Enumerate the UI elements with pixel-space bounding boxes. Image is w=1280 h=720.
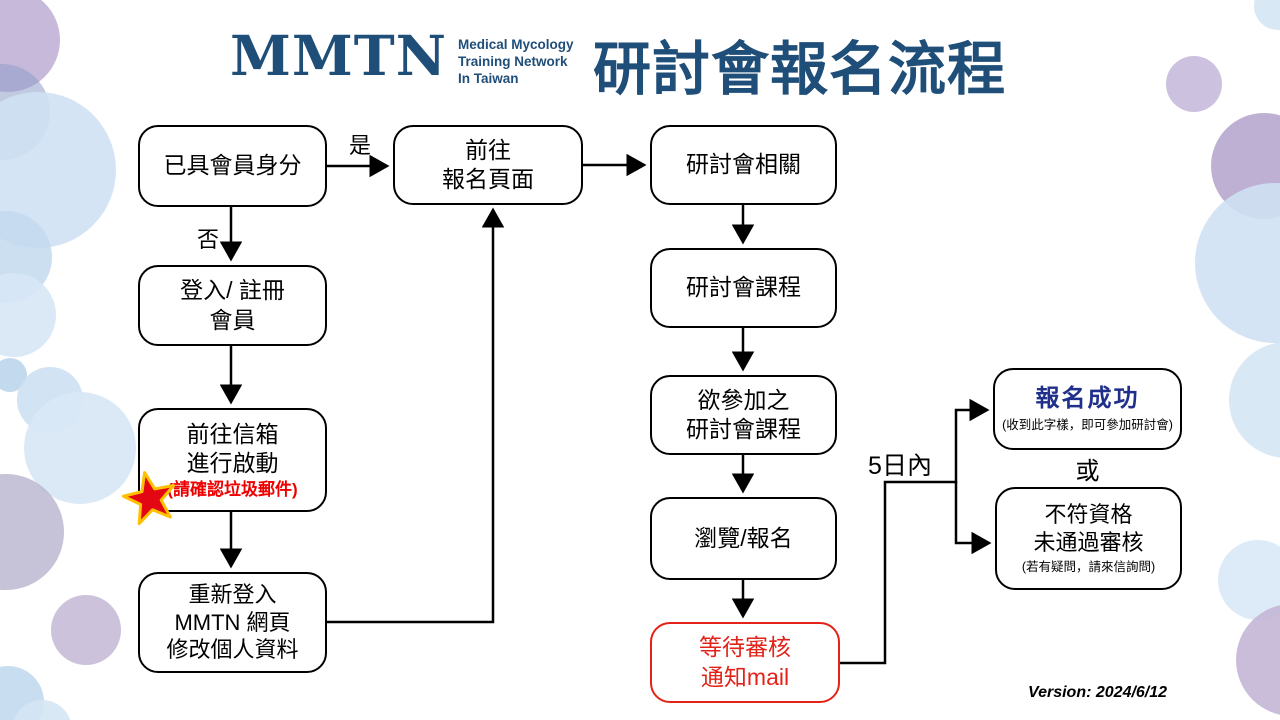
alert-star-icon (122, 471, 176, 526)
node-label: 研討會課程 (686, 274, 801, 301)
logo-tagline-line: Medical Mycology (457, 37, 574, 52)
decorative-circle (1166, 56, 1222, 112)
version-label: Version: 2024/6/12 (1028, 684, 1168, 701)
mmtn-logo: MMTN Medical Mycology Training Network I… (230, 28, 574, 88)
node-label: 等待審核 (699, 634, 791, 661)
node-label: 報名頁面 (442, 166, 534, 192)
node-relogin: 重新登入 MMTN 網頁 修改個人資料 (138, 572, 327, 673)
success-note-label: (收到此字樣，即可參加研討會) (1002, 417, 1173, 432)
connector-relogin-to-goto (327, 207, 505, 624)
node-label: MMTN 網頁 (174, 609, 291, 635)
decorative-circle (51, 595, 121, 665)
spam-warning-label: (請確認垃圾郵件) (167, 479, 298, 499)
node-label: 未通過審核 (1033, 530, 1144, 556)
node-label: 欲參加之 (697, 386, 790, 413)
branch-label-within-days: 5日內 (868, 452, 932, 480)
node-label: 重新登入 (188, 581, 277, 607)
decorative-circle (1218, 540, 1280, 620)
mmtn-logo-text: MMTN (230, 23, 447, 88)
node-not-qualified: 不符資格 未通過審核 (若有疑問，請來信詢問) (995, 487, 1182, 590)
rejected-note-label: (若有疑問，請來信詢問) (1021, 560, 1156, 575)
branch-label-or: 或 (1075, 458, 1100, 485)
branch-label-yes: 是 (348, 133, 371, 158)
node-seminar-courses: 研討會課程 (650, 248, 837, 328)
node-label: 瀏覽/報名 (694, 524, 793, 551)
connector-branch-to-success (954, 398, 990, 483)
node-label: 研討會相關 (686, 151, 801, 178)
node-mailbox-activate: 前往信箱 進行啟動 (請確認垃圾郵件) (138, 408, 327, 512)
node-label: 前往 (465, 136, 511, 163)
node-goto-registration: 前往 報名頁面 (393, 125, 583, 205)
branch-label-no: 否 (196, 227, 219, 252)
node-label: 研討會課程 (686, 416, 801, 442)
node-label: 已具會員身分 (163, 152, 302, 179)
node-label: 前往信箱 (186, 421, 279, 448)
node-login-register: 登入/ 註冊 會員 (138, 265, 327, 346)
page-title: 研討會報名流程 (593, 37, 1007, 102)
node-member-check: 已具會員身分 (138, 125, 327, 207)
mmtn-logo-tagline: Medical Mycology Training Network In Tai… (458, 37, 574, 88)
connector-wait-to-branch (840, 480, 956, 665)
node-browse-register: 瀏覽/報名 (650, 497, 837, 580)
connector-branch-to-rejected (954, 481, 992, 555)
node-label: 報名成功 (1035, 385, 1140, 413)
node-label: 修改個人資料 (166, 637, 299, 663)
node-label: 登入/ 註冊 (180, 277, 285, 304)
decorative-circle (24, 392, 136, 504)
node-label: 進行啟動 (186, 450, 279, 477)
logo-tagline-line: In Taiwan (457, 70, 519, 86)
logo-tagline-line: Training Network (457, 53, 568, 69)
node-registration-success: 報名成功 (收到此字樣，即可參加研討會) (993, 368, 1182, 450)
node-desired-courses: 欲參加之 研討會課程 (650, 375, 837, 455)
node-label: 會員 (209, 306, 256, 333)
node-seminar-related: 研討會相關 (650, 125, 837, 205)
decorative-circle (12, 700, 72, 720)
node-label: 不符資格 (1044, 502, 1133, 528)
node-wait-review: 等待審核 通知mail (650, 622, 840, 703)
node-label: 通知mail (700, 663, 790, 690)
